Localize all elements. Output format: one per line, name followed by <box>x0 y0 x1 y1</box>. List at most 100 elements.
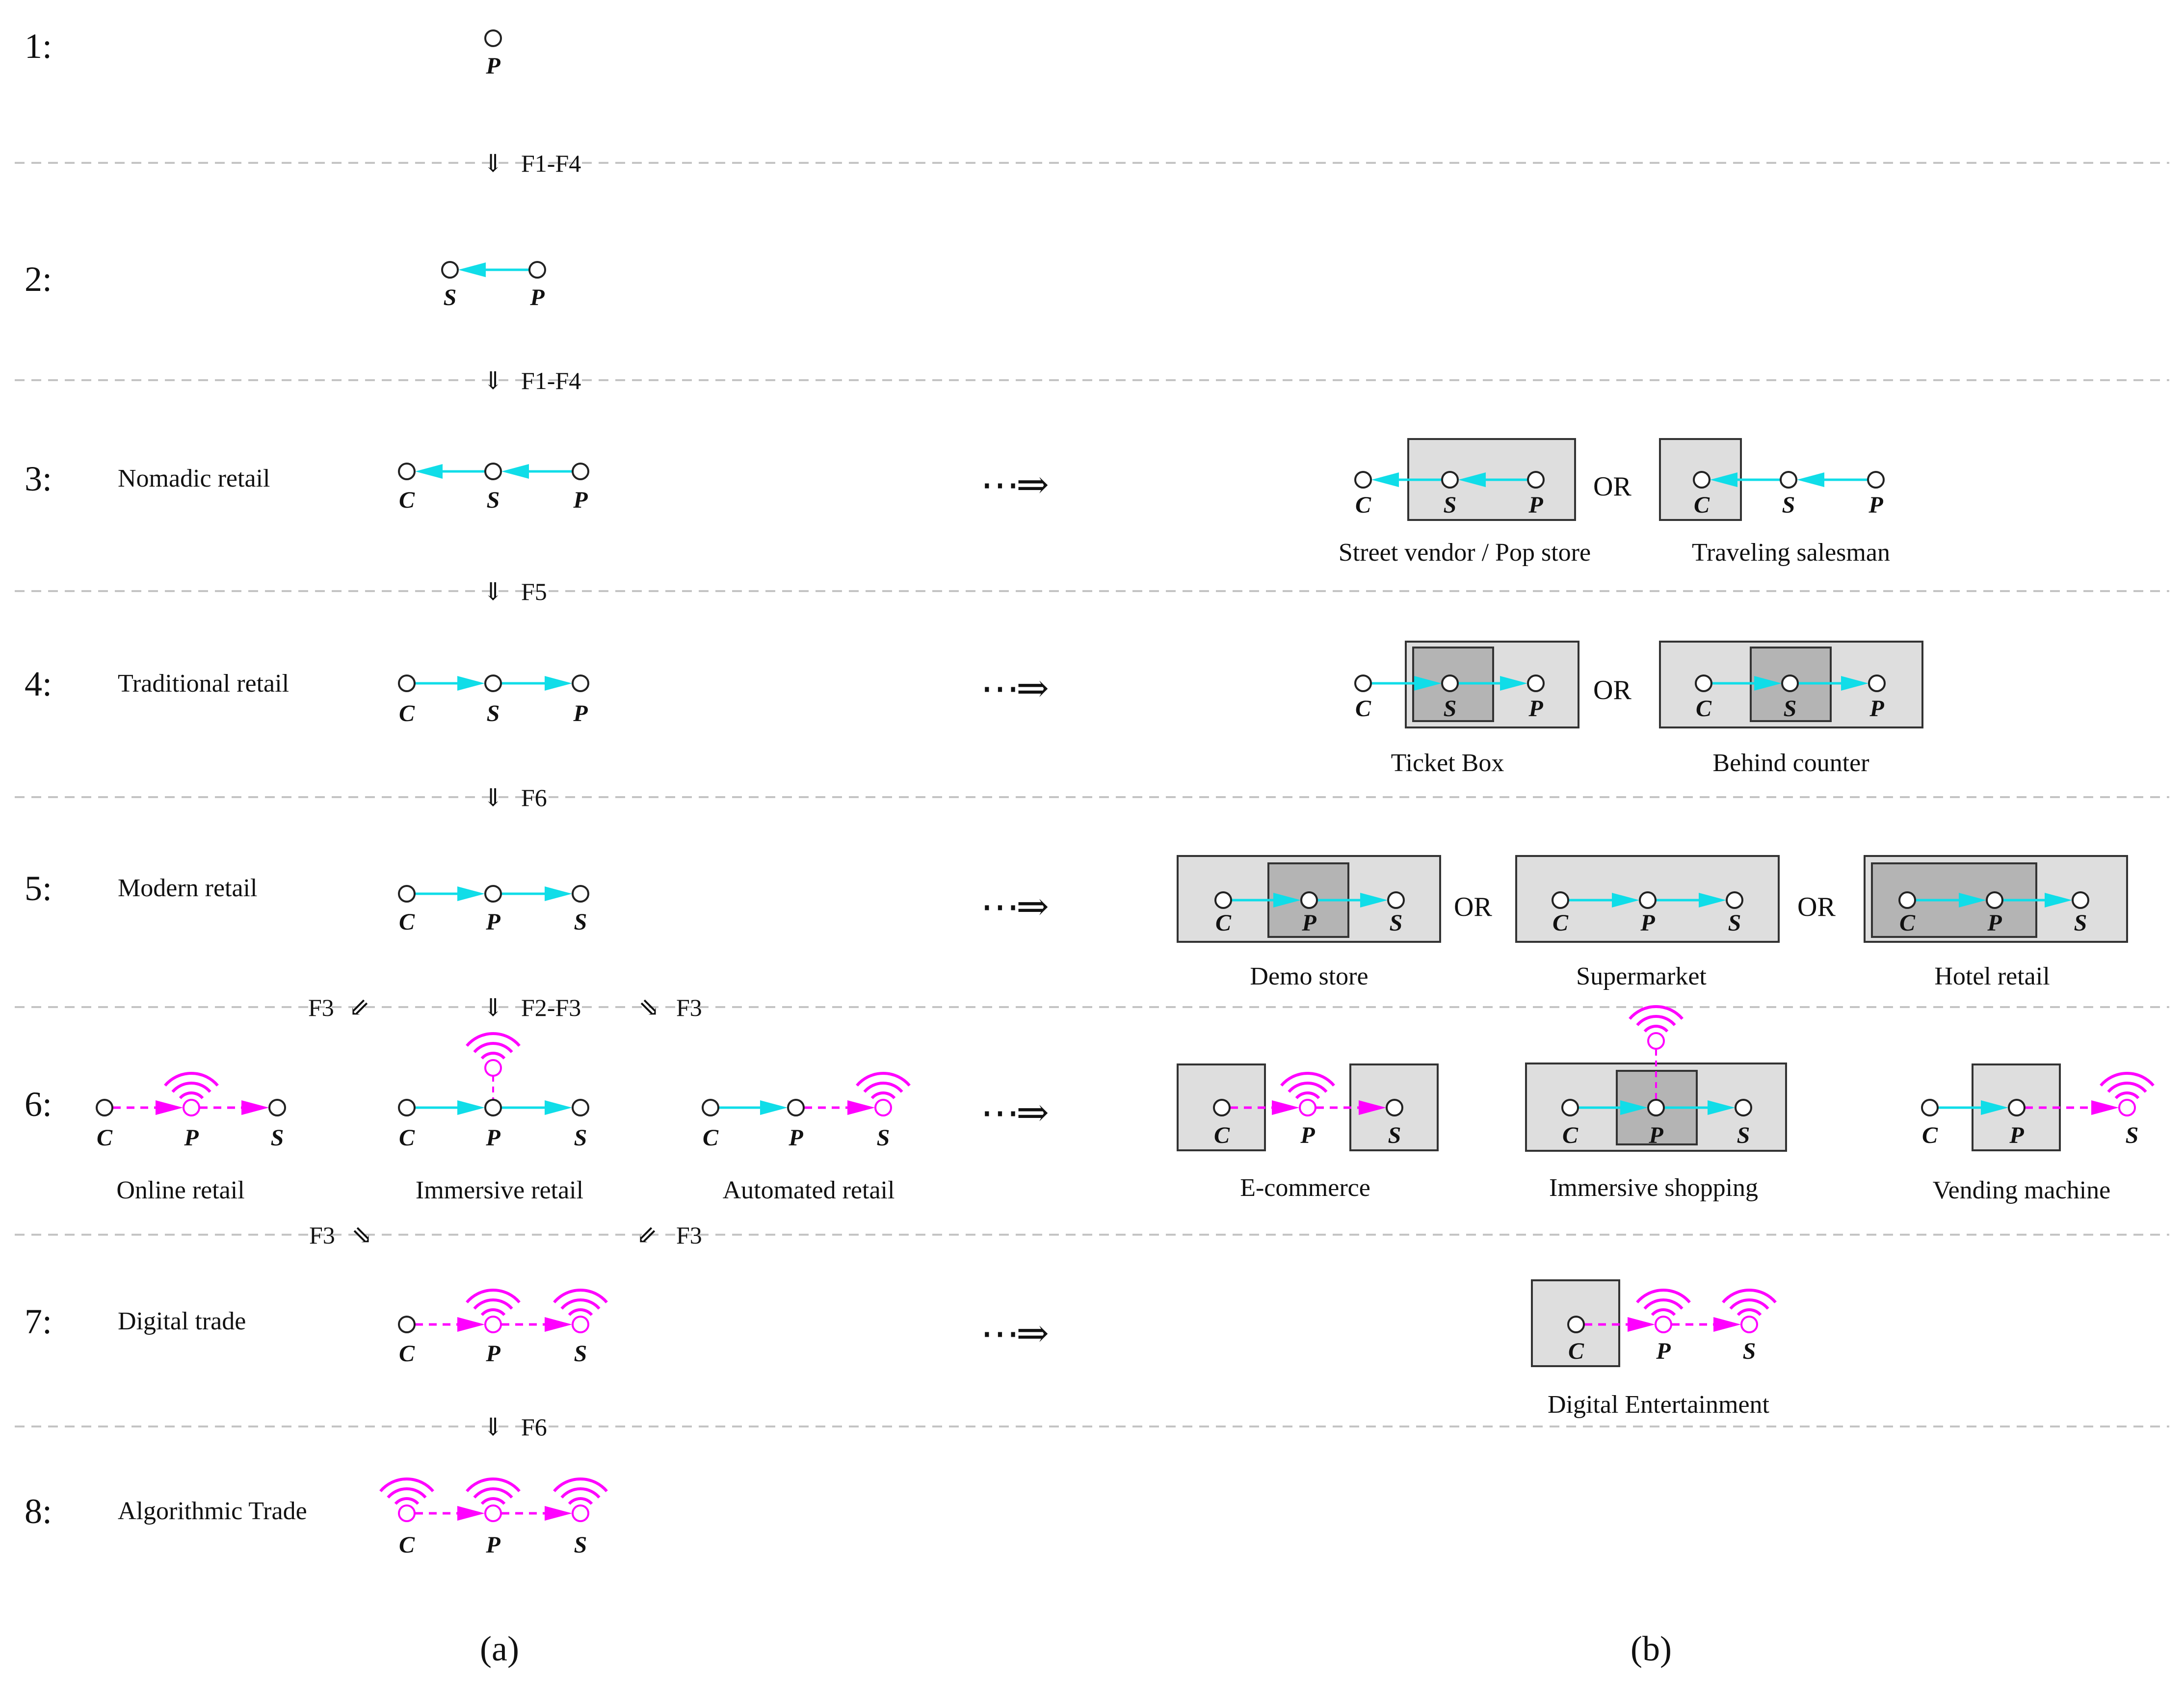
node-label-s: S <box>487 487 500 513</box>
step-number: 3: <box>25 459 52 498</box>
transition-arrow: ⇙ <box>636 1221 657 1249</box>
node <box>1726 891 1743 909</box>
wifi-arc <box>1643 1025 1669 1033</box>
transition-arrow: ⇓ <box>483 994 503 1021</box>
node-label-p: P <box>2009 1122 2024 1148</box>
node-label-s: S <box>1444 696 1457 722</box>
node <box>787 1099 805 1116</box>
edge-arrowhead <box>1500 676 1527 691</box>
node-label-p: P <box>573 700 588 726</box>
physical-flow-arrow <box>1797 472 1868 487</box>
panel-label-b: (b) <box>1631 1629 1672 1668</box>
node <box>1527 471 1545 489</box>
digital-node <box>2118 1099 2136 1116</box>
wifi-icon <box>856 1072 911 1099</box>
physical-flow-arrow <box>501 676 572 691</box>
stage-label: Modern retail <box>118 874 257 902</box>
wifi-arc <box>473 1487 513 1499</box>
node <box>398 463 416 480</box>
node <box>702 1099 719 1116</box>
wifi-arc <box>171 1082 211 1093</box>
node-label-p: P <box>485 1125 500 1151</box>
physical-flow-arrow <box>501 464 572 479</box>
step-number: 7: <box>25 1302 52 1341</box>
node <box>1867 471 1885 489</box>
physical-flow-arrow <box>415 464 485 479</box>
or-label: OR <box>1593 471 1631 502</box>
or-label: OR <box>1454 892 1492 922</box>
edge-arrowhead <box>415 464 443 479</box>
physical-flow-arrow <box>415 1100 485 1115</box>
node <box>1780 471 1797 489</box>
ellipsis-symbol: ⋯ <box>980 885 1020 929</box>
edge-arrowhead <box>457 1506 485 1521</box>
digital-node <box>1740 1316 1758 1333</box>
transition-label: F6 <box>521 1413 547 1441</box>
edge-arrowhead <box>760 1100 788 1115</box>
node <box>1567 1316 1585 1333</box>
node-label-s: S <box>1743 1338 1756 1364</box>
physical-flow-arrow <box>1371 676 1442 691</box>
digital-flow-arrow <box>501 1317 572 1332</box>
edge-arrowhead <box>1272 1100 1299 1115</box>
edge-arrowhead <box>1414 676 1442 691</box>
step-number: 8: <box>25 1492 52 1531</box>
edge-arrowhead <box>545 1317 572 1332</box>
node-label-p: P <box>1300 1122 1315 1148</box>
model-label: Automated retail <box>723 1176 895 1204</box>
digital-node <box>1655 1316 1672 1333</box>
node-label-p: P <box>529 285 545 311</box>
node-label-c: C <box>399 909 415 935</box>
node-label-c: C <box>1922 1122 1938 1148</box>
edge-arrowhead <box>2045 893 2072 907</box>
node <box>1387 891 1405 909</box>
wifi-arc <box>394 1497 420 1505</box>
digital-node <box>572 1504 589 1522</box>
example-caption: Immersive shopping <box>1549 1174 1758 1202</box>
implies-arrow: ⇒ <box>1016 667 1049 710</box>
node-label-p: P <box>1528 492 1543 518</box>
wifi-arc <box>568 1308 593 1316</box>
edge-arrowhead <box>2091 1100 2119 1115</box>
example-caption: Ticket Box <box>1391 749 1504 777</box>
node-label-p: P <box>485 1532 500 1558</box>
digital-flow-arrow <box>1584 1317 1655 1332</box>
node-label-c: C <box>1562 1122 1579 1148</box>
wifi-arc <box>466 1289 521 1303</box>
wifi-arc <box>179 1091 204 1099</box>
digital-node <box>572 1316 589 1333</box>
node-label-s: S <box>2074 910 2087 936</box>
edge-arrowhead <box>156 1100 183 1115</box>
node <box>1354 471 1372 489</box>
edge-arrowhead <box>1841 676 1868 691</box>
wifi-arc <box>473 1298 513 1310</box>
node-label-p: P <box>573 487 588 513</box>
wifi-arc <box>1288 1082 1328 1093</box>
edge-arrowhead <box>1360 893 1388 907</box>
separator-lines <box>15 162 2169 1427</box>
node <box>1441 674 1459 692</box>
wifi-icon <box>553 1289 608 1316</box>
wifi-arc <box>1636 1015 1676 1026</box>
wifi-arc <box>1729 1298 1769 1310</box>
node <box>572 1099 589 1116</box>
edge-arrowhead <box>457 886 485 901</box>
digital-flow-arrow <box>2025 1100 2119 1115</box>
wifi-arc <box>856 1072 911 1087</box>
wifi-icon <box>1280 1072 1335 1099</box>
edge-arrowhead <box>241 1100 269 1115</box>
physical-flow-arrow <box>1656 893 1726 907</box>
wifi-arc <box>1737 1308 1762 1316</box>
edge-arrowhead <box>1458 472 1486 487</box>
node-label-s: S <box>1728 910 1741 936</box>
node <box>2072 891 2089 909</box>
physical-flow-arrow <box>719 1100 788 1115</box>
digital-flow-arrow <box>113 1100 183 1115</box>
node-label-p: P <box>184 1125 199 1151</box>
digital-node <box>874 1099 892 1116</box>
wifi-icon <box>466 1478 521 1505</box>
edge-arrowhead <box>545 886 572 901</box>
edge-arrowhead <box>1959 893 1986 907</box>
node <box>2008 1099 2026 1116</box>
physical-flow-arrow <box>2003 893 2072 907</box>
